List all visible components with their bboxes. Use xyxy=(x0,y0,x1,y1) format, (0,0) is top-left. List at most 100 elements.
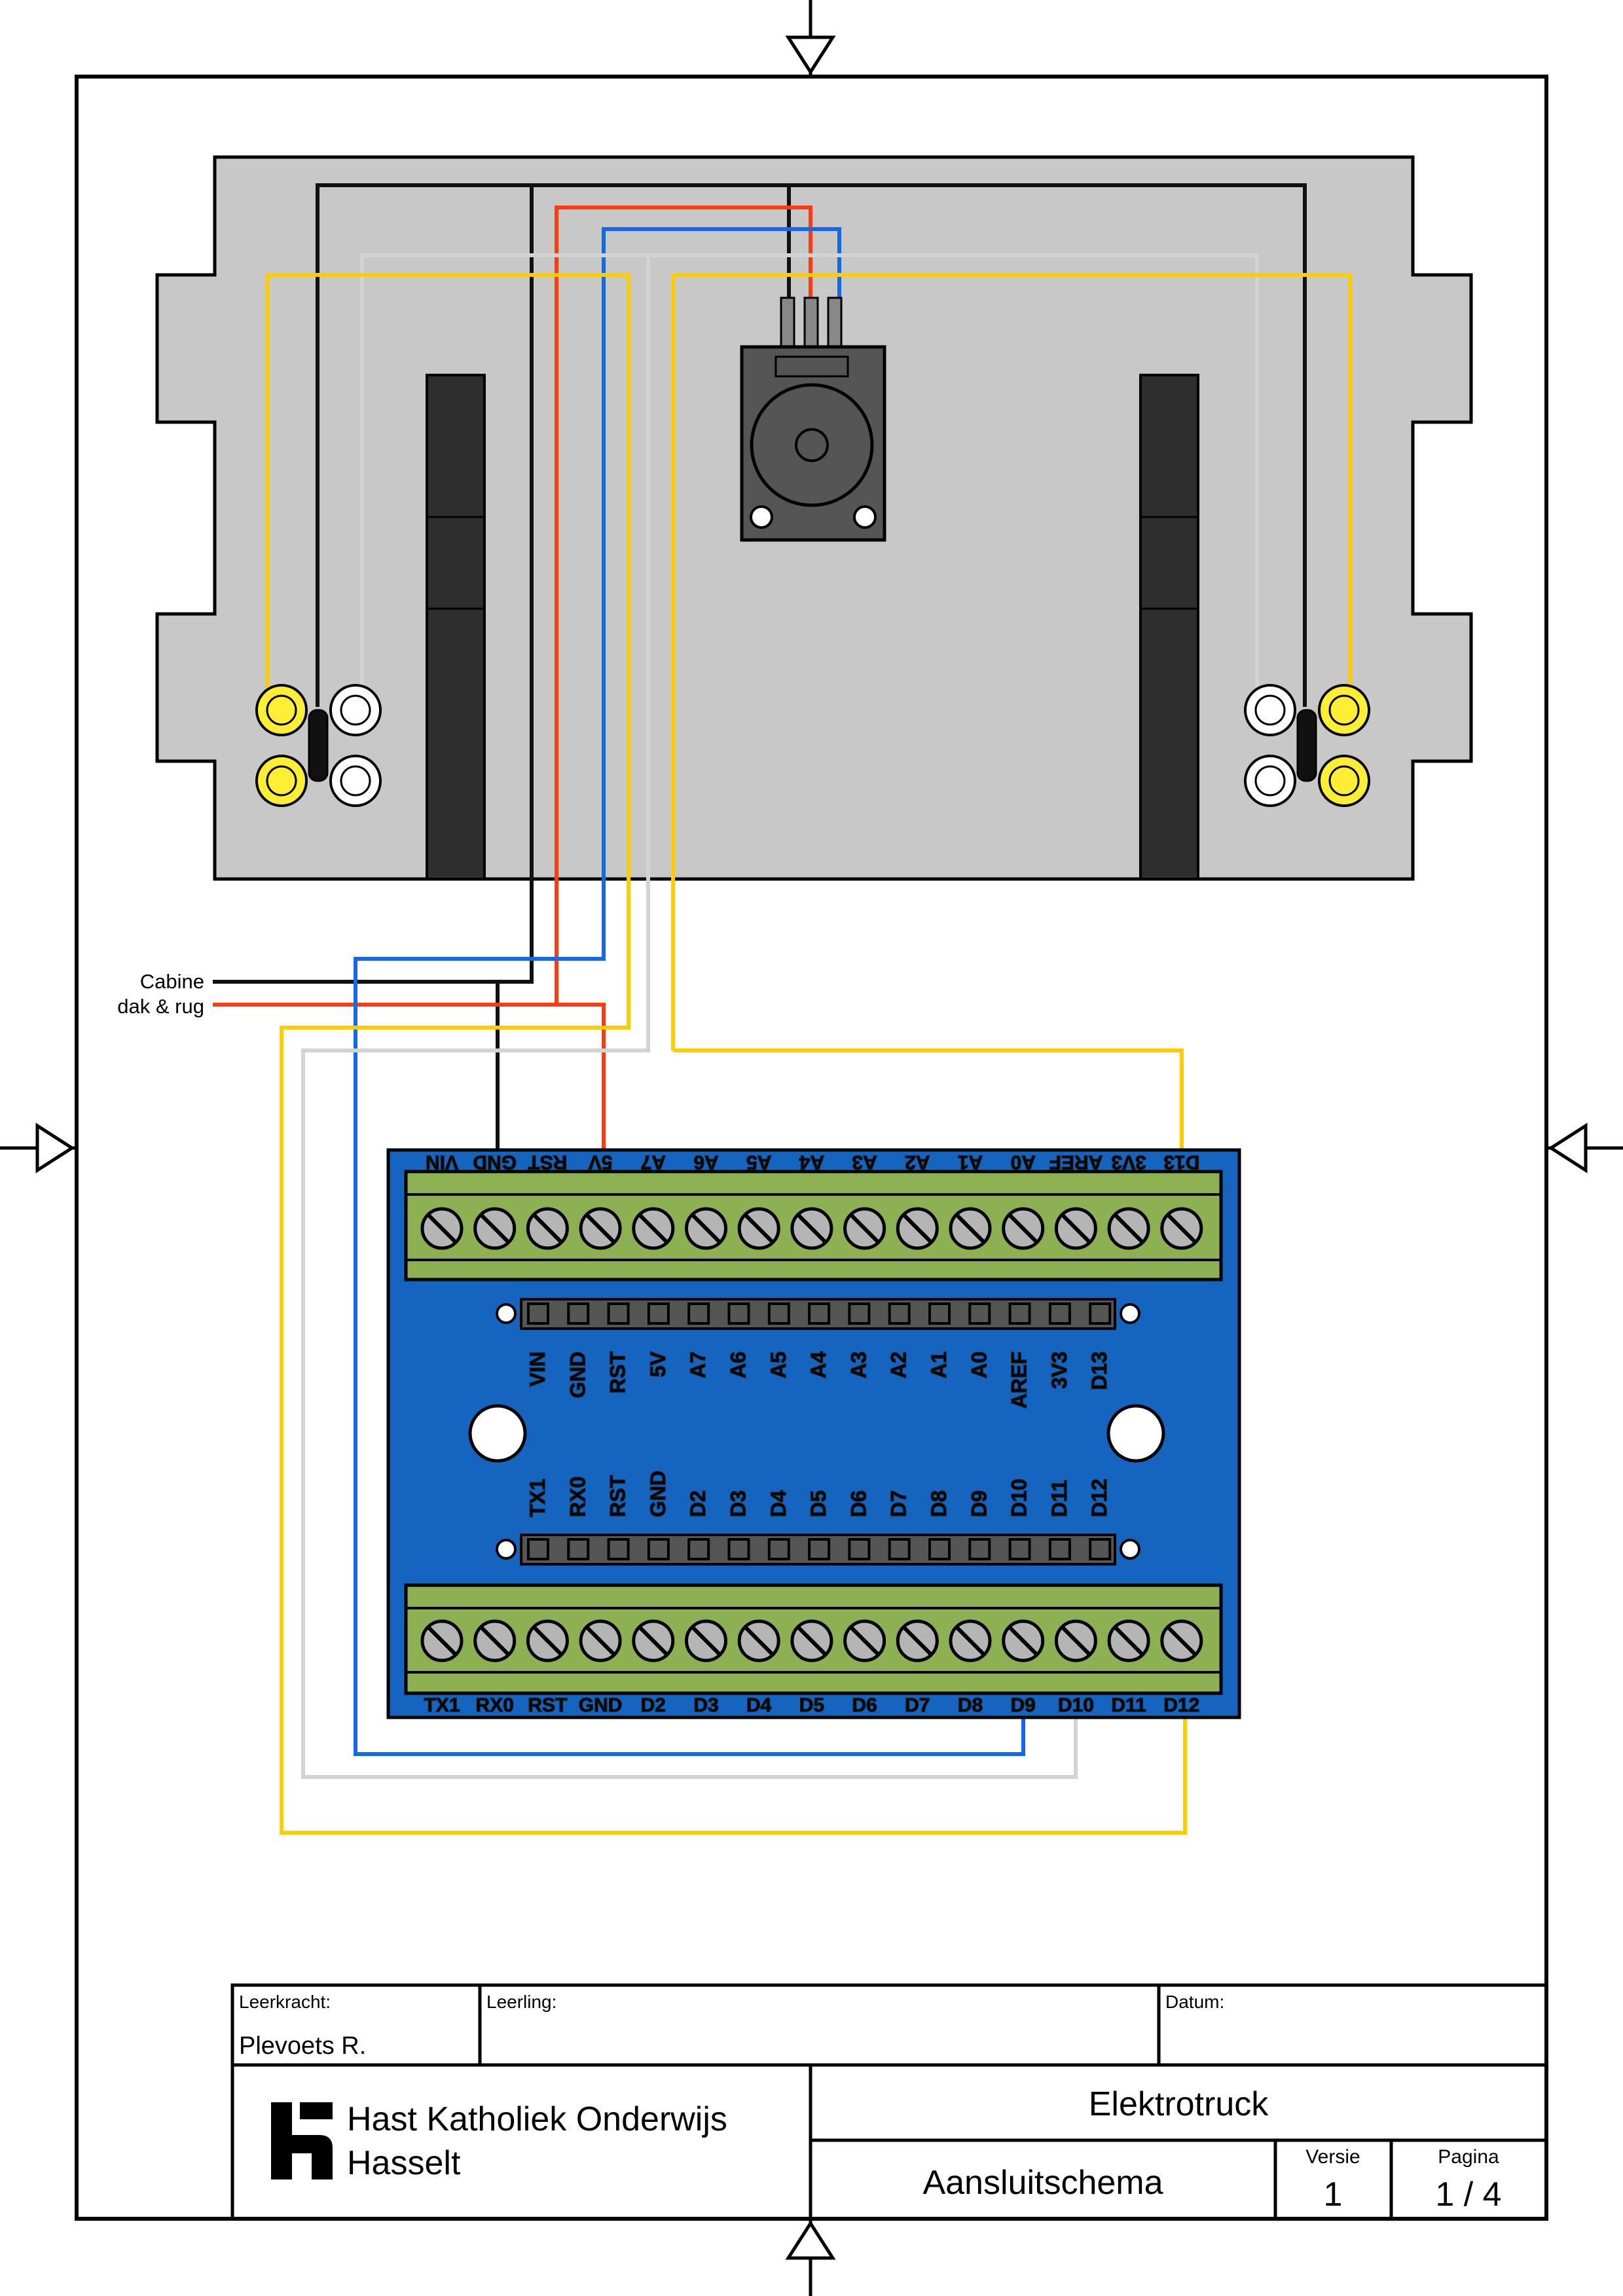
bottom-terminal-label: RX0 xyxy=(476,1695,514,1716)
silk-bottom-label: RST xyxy=(606,1475,630,1517)
bottom-terminal-screw xyxy=(949,1619,992,1662)
silk-bottom-label: D9 xyxy=(967,1490,991,1517)
bottom-terminal-label: D2 xyxy=(641,1695,666,1716)
header-pin xyxy=(1048,1538,1071,1560)
bottom-terminal-screw xyxy=(843,1619,886,1662)
top-terminal-screw xyxy=(685,1207,727,1250)
top-terminal-screw xyxy=(1160,1207,1203,1250)
header-pin xyxy=(687,1538,710,1560)
project-title: Elektrotruck xyxy=(1089,2085,1269,2123)
header-pin xyxy=(767,1538,790,1560)
silk-bottom-label: D12 xyxy=(1087,1479,1111,1517)
header-pin xyxy=(567,1538,590,1560)
drawing-title: Aansluitschema xyxy=(922,2164,1163,2202)
page-value: 1 / 4 xyxy=(1435,2176,1501,2214)
header-pin xyxy=(607,1302,630,1325)
top-terminal-label: GND xyxy=(473,1151,517,1173)
bottom-terminal-screw xyxy=(896,1619,939,1662)
silk-top-label: 5V xyxy=(646,1351,670,1377)
header-pin xyxy=(1008,1302,1031,1325)
bottom-terminal-screw xyxy=(1160,1619,1203,1662)
header-pin xyxy=(848,1302,871,1325)
silk-bottom-label: D4 xyxy=(767,1490,790,1517)
version-label: Versie xyxy=(1305,2146,1360,2168)
silk-top-label: D13 xyxy=(1087,1352,1111,1390)
silk-top-label: A4 xyxy=(807,1352,830,1378)
silk-bottom-label: TX1 xyxy=(526,1479,549,1517)
bottom-terminal-screw xyxy=(1054,1619,1097,1662)
bottom-terminal-screws xyxy=(420,1619,1203,1662)
top-terminal-screw xyxy=(420,1207,464,1250)
bottom-terminal-label: D11 xyxy=(1111,1695,1146,1716)
school-name-line2: Hasselt xyxy=(347,2144,461,2182)
header-pin xyxy=(928,1538,951,1560)
header-pin xyxy=(527,1538,549,1560)
bottom-terminal-label: D8 xyxy=(958,1695,983,1716)
bottom-terminal-screw xyxy=(1002,1619,1045,1662)
wire-yellow xyxy=(265,273,1353,1835)
header-pin xyxy=(888,1538,911,1560)
silk-top-label: A2 xyxy=(887,1352,911,1378)
wire-label-cabine: Cabine xyxy=(140,970,204,993)
silk-bottom-label: D8 xyxy=(927,1490,951,1517)
bottom-terminal-label: D10 xyxy=(1058,1695,1094,1716)
teacher-label: Leerkracht: xyxy=(239,1992,331,2012)
silk-bottom-label: GND xyxy=(646,1471,670,1517)
header-pin xyxy=(968,1302,991,1325)
wire-blue xyxy=(354,227,1025,1756)
header-pin xyxy=(1089,1302,1112,1325)
top-terminal-label: A1 xyxy=(958,1151,983,1173)
header-pin xyxy=(968,1538,991,1560)
bottom-terminal-label: GND xyxy=(579,1695,623,1716)
top-terminal-screws xyxy=(420,1207,1203,1250)
silk-top-label: AREF xyxy=(1008,1352,1031,1408)
silk-bottom-label: D3 xyxy=(727,1490,750,1517)
top-terminal-label: A3 xyxy=(852,1151,877,1173)
buzzer-module xyxy=(740,296,886,542)
top-terminal-label: AREF xyxy=(1049,1151,1103,1173)
silk-bottom-label: D6 xyxy=(847,1490,870,1517)
top-terminal-label: VIN xyxy=(426,1151,458,1173)
wire-red xyxy=(213,206,812,1158)
bottom-terminal-label: D6 xyxy=(852,1695,877,1716)
teacher-name: Plevoets R. xyxy=(239,2032,366,2060)
bottom-terminal-label: D12 xyxy=(1163,1695,1199,1716)
silk-bottom-label: D2 xyxy=(686,1490,710,1517)
top-terminal-screw xyxy=(1002,1207,1045,1250)
top-terminal-screw xyxy=(473,1207,517,1250)
school-name-line1: Hast Katholiek Onderwijs xyxy=(347,2100,727,2138)
top-terminal-screw xyxy=(1054,1207,1097,1250)
header-pin xyxy=(888,1302,911,1325)
top-terminal-screw xyxy=(526,1207,569,1250)
header-pin xyxy=(727,1538,750,1560)
header-pin xyxy=(1089,1538,1112,1560)
top-terminal-label: A4 xyxy=(799,1151,824,1173)
student-label: Leerling: xyxy=(486,1992,556,2012)
top-terminal-label: A2 xyxy=(905,1151,930,1173)
school-logo xyxy=(271,2102,333,2179)
header-pin xyxy=(1048,1302,1071,1325)
bottom-terminal-screw xyxy=(420,1619,464,1662)
top-terminal-screw xyxy=(579,1207,622,1250)
bottom-terminal-screw xyxy=(579,1619,622,1662)
bottom-terminal-screw xyxy=(1107,1619,1150,1662)
silk-bottom-label: D5 xyxy=(807,1490,830,1517)
silk-bottom-label: D7 xyxy=(887,1490,911,1517)
header-pin xyxy=(607,1538,630,1560)
top-terminal-screw xyxy=(790,1207,833,1250)
top-terminal-label: D13 xyxy=(1163,1151,1199,1173)
top-terminal-label: A0 xyxy=(1011,1151,1036,1173)
title-block xyxy=(230,1983,1548,2221)
wire-black xyxy=(213,183,1307,1158)
bottom-terminal-screw xyxy=(737,1619,780,1662)
header-pin xyxy=(767,1302,790,1325)
silk-top-label: VIN xyxy=(526,1352,549,1386)
top-terminal-label: A5 xyxy=(746,1151,771,1173)
silk-bottom-label: D11 xyxy=(1048,1480,1071,1517)
header-pin xyxy=(647,1302,670,1325)
